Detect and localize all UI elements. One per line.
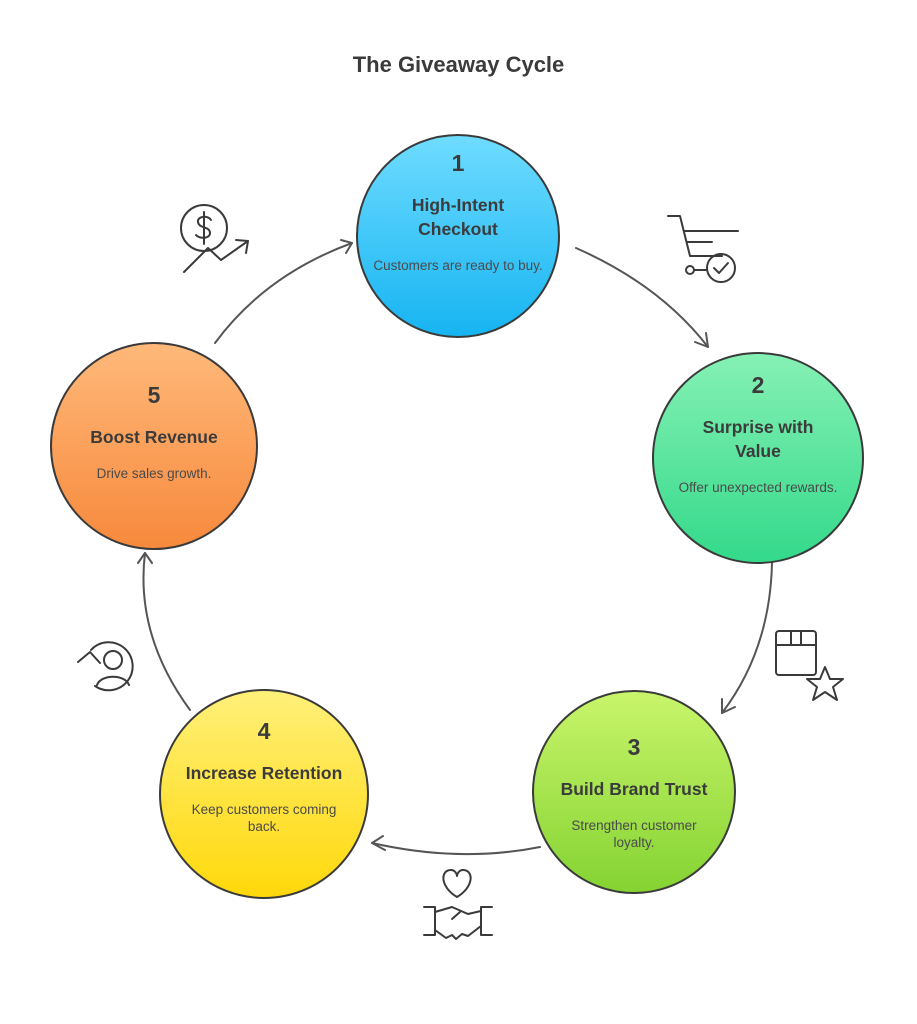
step-5-number: 5: [147, 382, 161, 408]
gift-box-star-icon: [775, 630, 844, 701]
arrow-4-to-5: [142, 552, 191, 711]
arrow-2-to-3-head: [721, 698, 736, 714]
returning-customer-icon: [77, 641, 134, 692]
step-2-description: Offer unexpected rewards.: [678, 480, 838, 495]
step-3-number: 3: [627, 734, 641, 760]
step-2: 2 Surprise with Value Offer unexpected r…: [678, 372, 838, 496]
dollar-growth-icon: [180, 204, 249, 273]
arrow-2-to-3: [721, 562, 773, 714]
step-2-heading: Surprise with Value: [702, 417, 814, 461]
arrow-4-to-5-head: [137, 552, 153, 564]
diagram-title: The Giveaway Cycle: [352, 52, 565, 77]
shopping-cart-check-icon: [667, 215, 739, 283]
step-5-heading: Boost Revenue: [90, 427, 218, 447]
arrow-1-to-2: [575, 247, 709, 348]
step-2-number: 2: [751, 372, 765, 398]
step-4-circle: [159, 689, 369, 899]
step-1-number: 1: [451, 150, 465, 176]
arrow-5-to-1-head: [340, 239, 353, 254]
step-5-circle: [50, 342, 258, 550]
step-2-circle: [652, 352, 864, 564]
step-3-description: Strengthen customer loyalty.: [571, 818, 697, 850]
arrow-1-to-2-head: [694, 332, 709, 348]
step-5-description: Drive sales growth.: [96, 466, 212, 481]
step-4: 4 Increase Retention Keep customers comi…: [179, 718, 349, 835]
step-4-description: Keep customers coming back.: [191, 802, 337, 834]
step-1-heading: High-Intent Checkout: [411, 195, 505, 239]
step-4-number: 4: [257, 718, 271, 744]
step-3-heading: Build Brand Trust: [560, 779, 708, 799]
arrow-3-to-4: [371, 842, 541, 856]
step-3-circle: [532, 690, 736, 894]
step-1-circle: [356, 134, 560, 338]
arrow-5-to-1: [214, 242, 353, 344]
step-3: 3 Build Brand Trust Strengthen customer …: [549, 734, 719, 851]
step-1-description: Customers are ready to buy.: [373, 258, 543, 273]
handshake-heart-icon: [423, 869, 493, 940]
arrow-3-to-4-head: [371, 835, 386, 851]
step-1: 1 High-Intent Checkout Customers are rea…: [373, 150, 543, 274]
step-4-heading: Increase Retention: [185, 763, 343, 783]
step-5: 5 Boost Revenue Drive sales growth.: [69, 382, 239, 482]
